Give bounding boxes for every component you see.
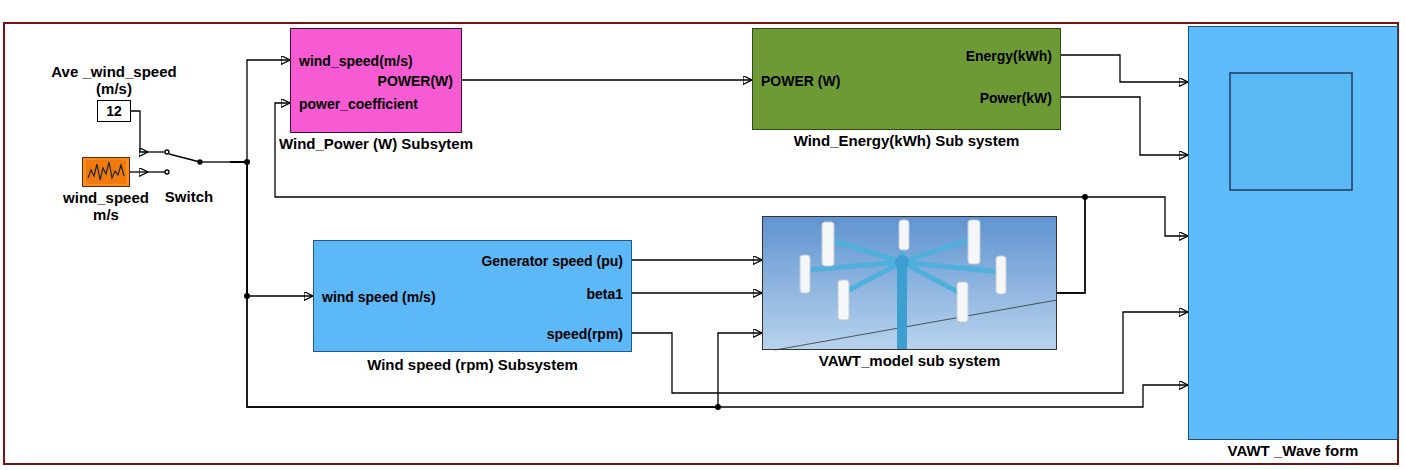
text-slot: Power(kW) xyxy=(980,89,1052,107)
turbine-blade xyxy=(838,280,849,320)
text-slot: Ave _wind_speed (m/s) xyxy=(44,63,184,98)
block-caption: Wind_Power (W) Subsytem xyxy=(279,135,473,152)
block-caption: wind_speed m/s xyxy=(56,189,156,223)
text-slot: Wind speed (rpm) Subsystem xyxy=(367,356,578,374)
scope-screen xyxy=(1230,73,1352,190)
text-slot: wind_speed m/s xyxy=(56,189,156,224)
switch-output-lead xyxy=(200,161,230,162)
signal-line xyxy=(131,111,148,152)
text-slot: wind_speed(m/s) xyxy=(299,52,413,70)
signal-line xyxy=(632,292,762,293)
signal-block-fill xyxy=(82,157,130,187)
switch-block: Switch xyxy=(148,140,230,185)
signal-line xyxy=(1061,97,1188,155)
port-label: Generator speed (pu) xyxy=(481,253,623,269)
vawt-model-block: VAWT_model sub system xyxy=(762,216,1057,350)
block-caption: Ave _wind_speed (m/s) xyxy=(44,63,184,97)
port-label: wind speed (m/s) xyxy=(322,289,436,305)
switch-contact xyxy=(165,150,169,154)
text-slot: power_coefficient xyxy=(299,95,418,113)
block-caption: Wind speed (rpm) Subsystem xyxy=(367,356,578,373)
text-slot: Wind_Energy(kWh) Sub system xyxy=(794,132,1020,150)
sky xyxy=(762,216,1057,350)
turbine-blade xyxy=(968,220,980,264)
turbine-arm xyxy=(830,240,902,262)
turbine-arm xyxy=(902,238,975,262)
subsystem-block: POWER (W)Energy(kWh)Power(kW)Wind_Energy… xyxy=(752,28,1061,130)
turbine-mast xyxy=(897,262,907,350)
signal-block-panel xyxy=(86,160,126,184)
turbine-blade xyxy=(800,255,810,293)
text-slot: Generator speed (pu) xyxy=(481,252,623,270)
switch-symbol xyxy=(148,150,230,174)
text-slot: POWER (W) xyxy=(761,72,840,90)
signal-line xyxy=(632,259,762,260)
text-slot: Energy(kWh) xyxy=(966,47,1052,65)
turbine-blades xyxy=(800,220,1006,322)
subsystem-block: wind speed (m/s) Generator speed (pu) beta… xyxy=(313,240,632,352)
signal-line xyxy=(130,171,148,172)
subsystem-block: wind_speed(m/s) power_coefficient POWER(W)… xyxy=(290,28,462,133)
port-label: wind_speed(m/s) xyxy=(299,53,413,69)
text-slot: VAWT _Wave form xyxy=(1228,442,1359,460)
signal-line xyxy=(230,162,1188,407)
switch-contact xyxy=(165,170,169,174)
vawt-photo xyxy=(762,216,1057,350)
port-label: Energy(kWh) xyxy=(966,48,1052,64)
turbine-blade xyxy=(996,256,1006,294)
turbine-blade xyxy=(822,222,834,266)
scope-fill xyxy=(1188,26,1398,440)
signal-waveform xyxy=(88,162,124,180)
text-slot: wind speed (m/s) xyxy=(322,288,436,306)
port-label: speed(rpm) xyxy=(547,326,623,342)
text-slot: POWER(W) xyxy=(378,72,453,90)
switch-contact-lead xyxy=(148,171,165,172)
scope-body xyxy=(1188,26,1398,440)
text-slot: speed(rpm) xyxy=(547,325,623,343)
text-slot: beta1 xyxy=(586,285,623,303)
block-caption: VAWT _Wave form xyxy=(1228,442,1359,459)
port-label: POWER(W) xyxy=(378,73,453,89)
turbine-arm xyxy=(902,262,1000,272)
switch-contact-lead xyxy=(148,151,165,152)
scope-block: VAWT _Wave form xyxy=(1188,26,1398,440)
signal-line xyxy=(230,162,313,296)
port-label: beta1 xyxy=(586,286,623,302)
block-caption: Wind_Energy(kWh) Sub system xyxy=(794,132,1020,149)
signal-line xyxy=(1057,197,1188,293)
signal-line xyxy=(632,312,1188,393)
text-slot: VAWT_model sub system xyxy=(819,352,1000,370)
signal-line xyxy=(462,79,752,80)
signal-line xyxy=(1061,55,1188,82)
port-label: power_coefficient xyxy=(299,96,418,112)
turbine-hub xyxy=(895,255,909,269)
switch-lever xyxy=(169,154,200,162)
block-caption: Switch xyxy=(165,188,213,205)
signal-block-icon xyxy=(82,157,130,187)
turbine-blade xyxy=(899,220,909,250)
constant-block: Ave _wind_speed (m/s)12 xyxy=(97,100,131,122)
signal-block: wind_speed m/s xyxy=(82,157,130,187)
port-label: POWER (W) xyxy=(761,73,840,89)
signal-line xyxy=(230,162,762,407)
text-slot: Switch xyxy=(165,188,213,206)
turbine-blade xyxy=(957,282,968,322)
text-slot: Wind_Power (W) Subsytem xyxy=(279,135,473,153)
port-label: Power(kW) xyxy=(980,90,1052,106)
constant-value: 12 xyxy=(106,103,122,119)
block-caption: VAWT_model sub system xyxy=(819,352,1000,369)
text-slot: 12 xyxy=(98,102,130,120)
cable xyxy=(775,300,1057,350)
